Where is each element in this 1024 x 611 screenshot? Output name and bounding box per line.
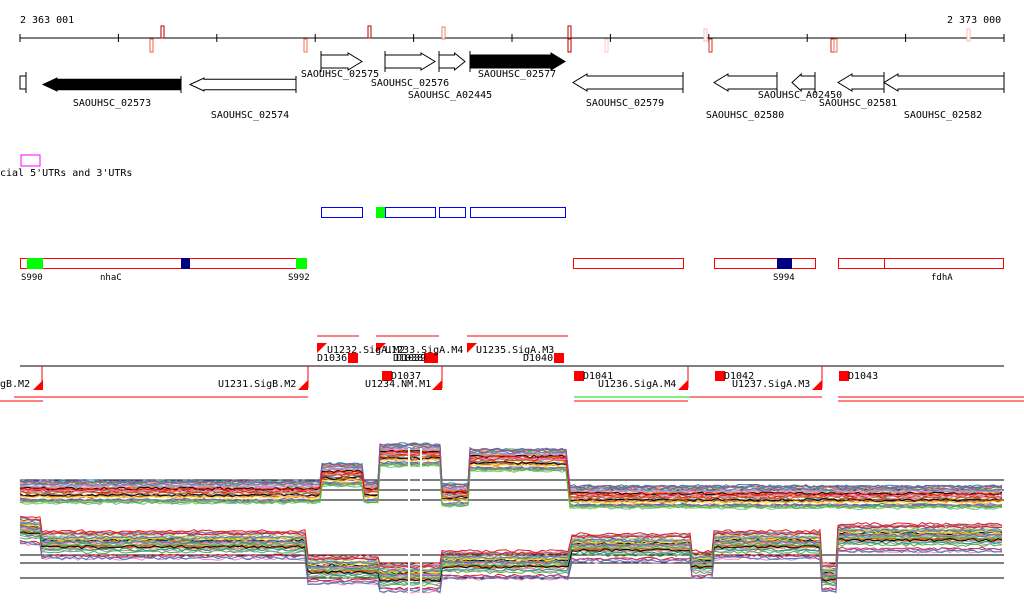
- transcript-label[interactable]: D1042: [724, 371, 754, 382]
- gene-saouhsc_02581[interactable]: SAOUHSC_02581: [819, 72, 897, 109]
- expression-trace: [19, 528, 1003, 580]
- transcript-label[interactable]: D1043: [848, 371, 878, 382]
- transcript-label[interactable]: U1233.SigA.M4: [385, 345, 463, 356]
- gene-label: SAOUHSC_A02450: [758, 90, 842, 101]
- gene-label: SAOUHSC_02582: [904, 110, 982, 121]
- promoter-marker: [27, 258, 43, 269]
- snp-marker[interactable]: [149, 38, 154, 53]
- transcript-label[interactable]: U1231.SigB.M2: [218, 379, 296, 390]
- operon-label: S992: [288, 273, 310, 283]
- snp-marker[interactable]: [303, 38, 308, 53]
- transcript-label[interactable]: D1037: [391, 371, 421, 382]
- transcript-label[interactable]: D1039: [396, 353, 426, 364]
- gene-label: SAOUHSC_02574: [211, 110, 289, 121]
- gene-saouhsc_02579[interactable]: SAOUHSC_02579: [572, 72, 684, 109]
- expression-trace: [19, 452, 1003, 498]
- gene-saouhsc_02573[interactable]: SAOUHSC_02573: [41, 76, 182, 109]
- operon-label: S990: [21, 273, 43, 283]
- snp-marker[interactable]: [567, 25, 572, 39]
- expression-trace: [19, 442, 1003, 489]
- gene-saouhsc_a02445[interactable]: SAOUHSC_A02445: [408, 51, 492, 101]
- snp-marker[interactable]: [160, 25, 165, 39]
- promoter-marker: [296, 258, 307, 269]
- operon-label: fdhA: [931, 273, 953, 283]
- gene-saouhsc_02574[interactable]: SAOUHSC_02574: [188, 76, 297, 121]
- gene-fragment[interactable]: [19, 75, 27, 90]
- expression-trace: [19, 540, 1003, 591]
- gene-saouhsc_02580[interactable]: SAOUHSC_02580: [706, 72, 784, 121]
- expression-trace: [20, 531, 1003, 582]
- transcript-label[interactable]: D1041: [583, 371, 613, 382]
- operon-label: S994: [773, 273, 795, 283]
- utr-legend-swatch: [20, 154, 41, 167]
- gene-label: SAOUHSC_02575: [301, 69, 379, 80]
- snp-marker[interactable]: [604, 38, 609, 53]
- expression-trace: [19, 515, 1003, 566]
- utr-box[interactable]: [385, 207, 436, 218]
- expression-trace: [19, 462, 1003, 509]
- transcript-label[interactable]: gB.M2: [0, 379, 30, 390]
- gene-label: SAOUHSC_02573: [73, 98, 151, 109]
- snp-marker[interactable]: [703, 28, 708, 42]
- utr-box[interactable]: [470, 207, 566, 218]
- gene-saouhsc_02582[interactable]: SAOUHSC_02582: [883, 72, 1005, 121]
- transcript-label[interactable]: U1237.SigA.M3: [732, 379, 810, 390]
- gene-track: SAOUHSC_02573SAOUHSC_02574SAOUHSC_02575S…: [19, 51, 1005, 121]
- operon-box[interactable]: [573, 258, 684, 269]
- transcript-label[interactable]: D1036: [317, 353, 347, 364]
- gene-label: SAOUHSC_02577: [478, 69, 556, 80]
- gene-label: SAOUHSC_02581: [819, 98, 897, 109]
- snp-marker[interactable]: [708, 38, 713, 53]
- utr-box[interactable]: [439, 207, 466, 218]
- utr-box[interactable]: [321, 207, 363, 218]
- expression-trace: [19, 446, 1003, 493]
- expression-trace: [19, 541, 1003, 594]
- expression-trace: [19, 457, 1003, 504]
- snp-marker[interactable]: [966, 28, 971, 42]
- snp-marker[interactable]: [567, 38, 572, 53]
- expression-trace: [19, 442, 1003, 489]
- transcript-label[interactable]: D1038: [393, 353, 423, 364]
- transcript-label[interactable]: U1234.NM.M1: [365, 379, 431, 390]
- expression-profiles: [19, 442, 1004, 598]
- expression-trace: [19, 454, 1003, 501]
- gene-saouhsc_02577[interactable]: SAOUHSC_02577: [469, 51, 566, 80]
- expression-trace: [19, 453, 1003, 499]
- utr-start-marker: [376, 207, 385, 218]
- expression-trace: [19, 450, 1003, 497]
- utr-legend-label: cial 5'UTRs and 3'UTRs: [0, 168, 132, 179]
- operon-track: S990 nhaC S992 S994 fdhA: [20, 258, 1004, 283]
- expression-trace: [19, 445, 1003, 492]
- utr-track: [321, 207, 566, 218]
- gene-label: SAOUHSC_02576: [371, 78, 449, 89]
- expression-trace: [19, 456, 1003, 502]
- operon-box[interactable]: [20, 258, 304, 269]
- expression-trace: [19, 447, 1003, 494]
- operon-label: nhaC: [100, 273, 122, 283]
- snp-marker[interactable]: [367, 25, 372, 39]
- terminator-marker: [777, 258, 792, 269]
- snp-marker[interactable]: [441, 26, 446, 40]
- ruler-end: 2 373 000: [947, 15, 1001, 26]
- terminator-marker: [181, 258, 190, 269]
- snp-marker[interactable]: [833, 38, 838, 53]
- ruler-start: 2 363 001: [20, 15, 74, 26]
- gene-label: SAOUHSC_02580: [706, 110, 784, 121]
- transcript-track: U1232.SigA.M2 U1233.SigA.M4 U1235.SigA.M…: [0, 335, 1024, 402]
- gene-saouhsc_a02450[interactable]: SAOUHSC_A02450: [758, 72, 842, 101]
- gene-label: SAOUHSC_02579: [586, 98, 664, 109]
- gene-label: SAOUHSC_A02445: [408, 90, 492, 101]
- coordinate-ruler: 2 363 001 2 373 000: [19, 15, 1005, 53]
- expression-trace: [19, 458, 1003, 505]
- transcript-label[interactable]: D1040: [523, 353, 553, 364]
- transcript-label[interactable]: U1236.SigA.M4: [598, 379, 676, 390]
- transcript-label[interactable]: U1235.SigA.M3: [476, 345, 554, 356]
- operon-box[interactable]: [714, 258, 816, 269]
- operon-box[interactable]: [838, 258, 1004, 269]
- gene-saouhsc_02575[interactable]: SAOUHSC_02575: [301, 51, 379, 80]
- transcript-label[interactable]: U1232.SigA.M2: [327, 345, 405, 356]
- gene-saouhsc_02576[interactable]: SAOUHSC_02576: [371, 51, 449, 89]
